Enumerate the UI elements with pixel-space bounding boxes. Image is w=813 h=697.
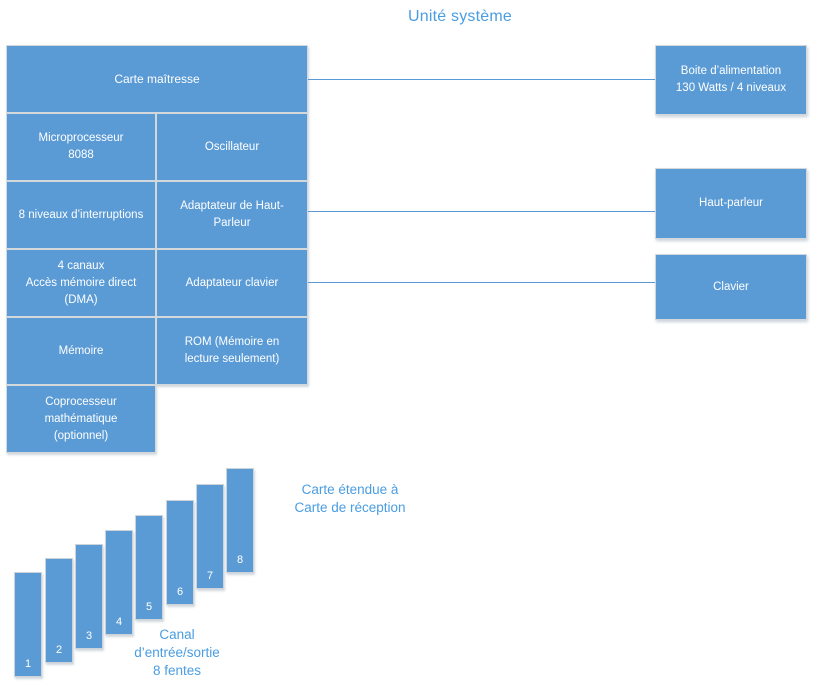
cell-memoire: Mémoire <box>6 317 156 385</box>
caption-canal-entree-sortie: Canal d’entrée/sortie 8 fentes <box>134 627 220 678</box>
cell-oscillateur: Oscillateur <box>156 113 308 181</box>
expansion-slot-6: 6 <box>166 500 194 605</box>
cell-interruptions: 8 niveaux d’interruptions <box>6 181 156 249</box>
cell-coprocesseur: Coprocesseur mathématique (optionnel) <box>6 385 156 453</box>
expansion-slot-8: 8 <box>226 468 254 573</box>
connector-line-clavier <box>308 282 655 283</box>
expansion-slot-1: 1 <box>14 572 42 677</box>
box-haut-parleur: Haut-parleur <box>655 168 807 239</box>
expansion-slot-5: 5 <box>135 515 163 620</box>
box-alimentation: Boite d’alimentation 130 Watts / 4 nivea… <box>655 45 807 115</box>
cell-dma: 4 canaux Accès mémoire direct (DMA) <box>6 249 156 317</box>
connector-line-haut-parleur <box>308 211 655 212</box>
cell-carte-maitresse: Carte maîtresse <box>6 45 308 113</box>
expansion-slot-4: 4 <box>105 530 133 635</box>
cell-microprocesseur: Microprocesseur 8088 <box>6 113 156 181</box>
motherboard-table: Carte maîtresse Microprocesseur 8088 Osc… <box>6 45 308 453</box>
caption-carte-etendue: Carte étendue à Carte de réception <box>294 482 406 515</box>
box-clavier: Clavier <box>655 254 807 320</box>
page-title: Unité système <box>408 8 512 25</box>
expansion-slot-7: 7 <box>196 484 224 589</box>
expansion-slot-2: 2 <box>45 558 73 663</box>
cell-rom: ROM (Mémoire en lecture seulement) <box>156 317 308 385</box>
cell-adaptateur-haut-parleur: Adaptateur de Haut- Parleur <box>156 181 308 249</box>
connector-line-alimentation <box>308 79 655 80</box>
cell-adaptateur-clavier: Adaptateur clavier <box>156 249 308 317</box>
